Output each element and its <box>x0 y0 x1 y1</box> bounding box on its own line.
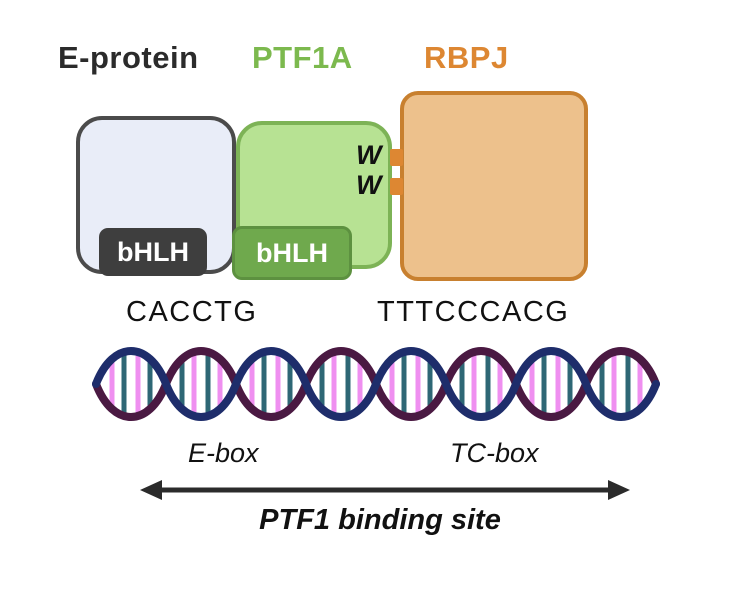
e-box-sequence: CACCTG <box>126 296 258 328</box>
tryptophan-w-top: W <box>356 140 382 170</box>
binding-site-arrow <box>140 480 630 500</box>
tryptophan-w-bottom: W <box>356 170 382 200</box>
rbpj-title: RBPJ <box>424 40 509 75</box>
tc-box-sequence: TTTCCCACG <box>377 296 570 328</box>
arrowhead-right <box>608 480 630 500</box>
ptf1a-bhlh-domain: bHLH <box>232 226 352 280</box>
dna-strand-blue <box>92 347 660 421</box>
ptf1a-rbpj-connector-bottom <box>390 178 403 195</box>
dna-base-pairs <box>109 350 643 418</box>
ptf1a-title: PTF1A <box>252 40 353 75</box>
tc-box-label: TC-box <box>450 438 539 468</box>
e-protein-title: E-protein <box>58 40 199 75</box>
binding-site-label: PTF1 binding site <box>259 504 501 536</box>
ptf1a-rbpj-connector-top <box>390 149 403 166</box>
e-box-label: E-box <box>188 438 259 468</box>
rbpj-box <box>400 91 588 281</box>
dna-helix <box>92 347 660 421</box>
e-protein-bhlh-domain: bHLH <box>99 228 207 276</box>
arrowhead-left <box>140 480 162 500</box>
